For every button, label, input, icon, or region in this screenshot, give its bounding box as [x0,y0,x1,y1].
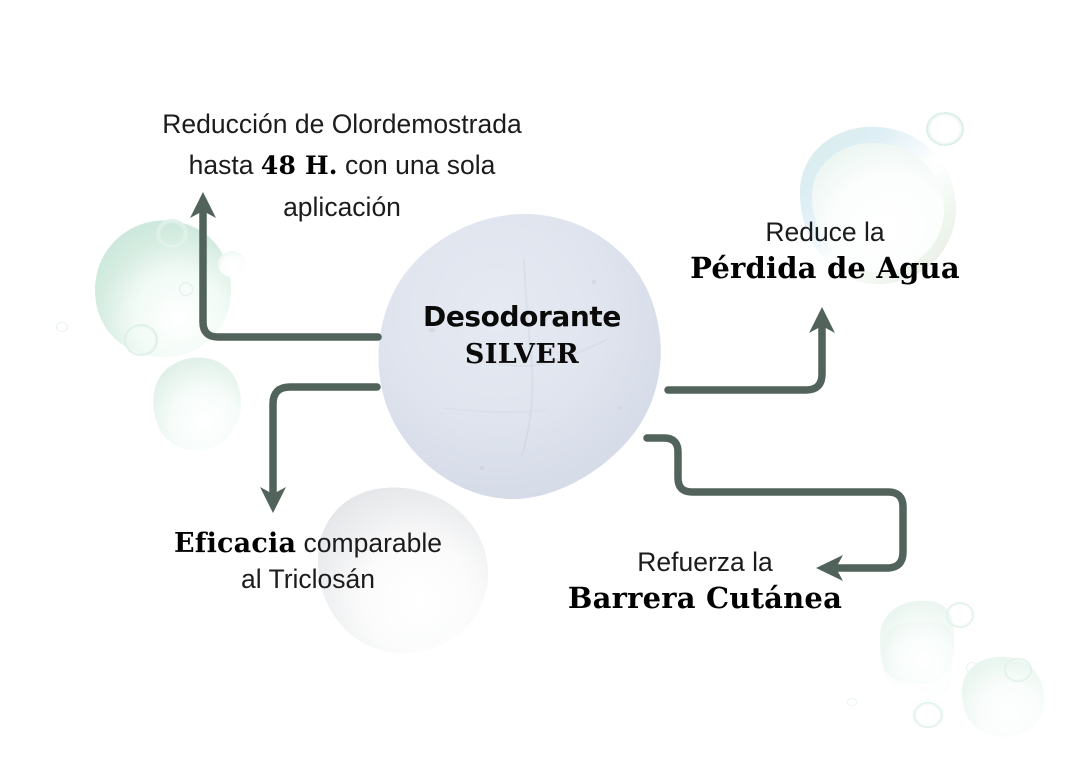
product-blob [372,212,672,502]
callout-water-loss: Reduce la Pérdida de Agua [660,216,990,287]
arrow-to-water-head [809,307,835,333]
arrow-to-efficacy-path [269,383,381,497]
product-blob-speck-b [591,280,597,284]
arrow-to-barrier-head [816,555,843,581]
arrow-to-efficacy [260,383,381,513]
arrow-to-odor-head [190,192,216,218]
callout-water-line2: Pérdida de Agua [690,250,960,285]
callout-odor-line2-a: hasta [188,150,261,181]
callout-odor-line1-a: Reducción de Olor [162,109,382,139]
callout-efficacy-keyword: Eficacia [173,528,297,559]
product-name: Desodorante [422,300,622,333]
product-blob-texture-fold-2 [443,407,547,413]
product-blob-speck-d [617,406,623,410]
arrow-to-water-path [664,323,826,394]
callout-water-line1: Reduce la [765,217,885,247]
arrow-to-water [664,307,835,394]
arrow-to-barrier [643,434,907,581]
product-blob-speck-a [429,327,435,333]
callout-odor-line3: aplicación [283,191,401,222]
callout-barrier-line1: Refuerza la [637,547,773,577]
callout-odor-line2: hasta 48 H. con una sola [82,145,602,186]
product-blob-texture-fold [475,338,609,368]
callout-odor-reduction: Reducción de Olordemostrada hasta 48 H. … [82,104,602,227]
arrow-to-efficacy-head [260,487,286,513]
callout-barrier-line2: Barrera Cutánea [567,580,843,615]
product-blob-texture-crease [521,259,534,457]
callout-odor-line1-b: demostrada [381,109,522,139]
callout-odor-line1: Reducción de Olordemostrada [82,104,602,145]
callout-odor-line2-b: con una sola [337,150,496,181]
callout-efficacy-line2: al Triclosán [240,564,376,595]
callout-efficacy-line1: Eficacia comparable [108,526,508,562]
product-variant: SILVER [464,339,580,371]
product-center-label: Desodorante SILVER [372,300,672,371]
callout-skin-barrier: Refuerza la Barrera Cutánea [540,546,870,617]
callout-odor-duration: 48 H. [260,151,338,181]
product-blob-speck-c [479,466,485,470]
callout-efficacy: Eficacia comparable al Triclosán [108,526,508,598]
callout-efficacy-line1-rest: comparable [296,528,442,558]
arrow-to-barrier-path [643,434,907,572]
product-blob-shape [378,213,661,500]
arrow-to-odor-path [199,208,382,341]
